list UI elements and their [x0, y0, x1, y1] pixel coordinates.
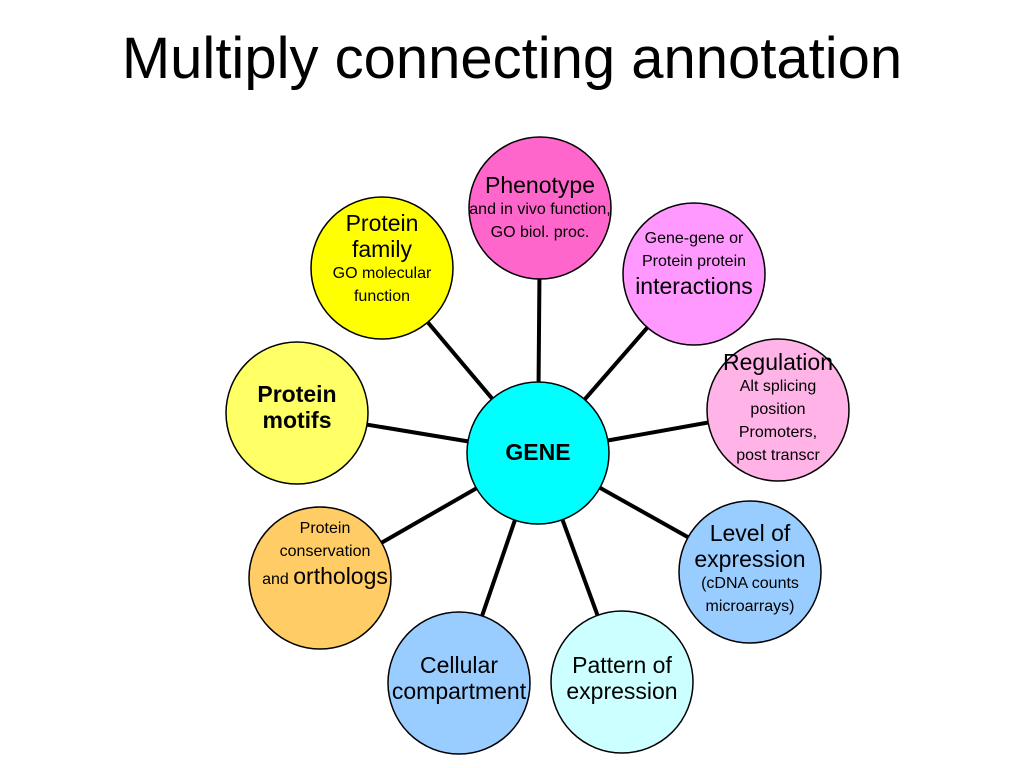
phenotype-label: Phenotype and in vivo function, GO biol.… — [440, 172, 640, 244]
motifs-line1: Protein — [257, 381, 337, 407]
expression-pattern-line2: expression — [566, 678, 678, 704]
node-motifs — [225, 341, 369, 485]
regulation-line5: post transcr — [736, 447, 820, 464]
motifs-line2: motifs — [262, 407, 332, 433]
node-interactions — [622, 202, 766, 346]
conservation-and: and — [262, 571, 289, 588]
interactions-label: Gene-gene or Protein protein interaction… — [604, 227, 784, 299]
node-family — [310, 196, 454, 340]
expression-level-line4: microarrays) — [705, 598, 795, 615]
phenotype-line2: and in vivo function, — [469, 201, 611, 218]
cellular-line2: compartment — [391, 678, 527, 704]
node-cellular — [387, 611, 531, 755]
conservation-label: Protein conservation and orthologs — [230, 517, 420, 591]
expression-pattern-line1: Pattern of — [572, 652, 672, 678]
interactions-line2: Protein protein — [641, 253, 747, 270]
node-phenotype — [468, 136, 612, 280]
regulation-line3: position — [750, 401, 806, 418]
expression-pattern-label: Pattern of expression — [532, 652, 712, 704]
expression-level-label: Level of expression (cDNA counts microar… — [660, 520, 840, 618]
gene-text: GENE — [505, 439, 571, 465]
node-conservation — [248, 506, 392, 650]
family-line3: GO molecular — [332, 265, 432, 282]
conservation-line2: conservation — [279, 543, 371, 560]
regulation-line4: Promoters, — [738, 424, 818, 441]
phenotype-title: Phenotype — [485, 172, 595, 198]
interactions-line1: Gene-gene or — [644, 230, 744, 247]
expression-level-line3: (cDNA counts — [701, 575, 799, 592]
family-line1: Protein — [345, 210, 419, 236]
interactions-title: interactions — [635, 273, 753, 299]
cellular-label: Cellular compartment — [359, 652, 559, 704]
phenotype-line3: GO biol. proc. — [490, 224, 590, 241]
cellular-line1: Cellular — [420, 652, 498, 678]
node-expression-pattern — [550, 610, 694, 754]
node-expression-level — [678, 500, 822, 644]
expression-level-line1: Level of — [709, 520, 791, 546]
motifs-label: Protein motifs — [207, 381, 387, 433]
family-line2: family — [351, 236, 413, 262]
gene-label: GENE — [468, 439, 608, 465]
slide-title: Multiply connecting annotation — [121, 26, 903, 91]
conservation-orthologs: orthologs — [293, 563, 388, 589]
regulation-title: Regulation — [723, 349, 833, 375]
node-regulation — [706, 338, 850, 482]
regulation-label: Regulation Alt splicing position Promote… — [688, 349, 868, 467]
expression-level-line2: expression — [694, 546, 806, 572]
family-label: Protein family GO molecular function — [292, 210, 472, 308]
family-line4: function — [353, 288, 411, 305]
regulation-line2: Alt splicing — [739, 378, 817, 395]
conservation-line1: Protein — [299, 520, 351, 537]
node-gene — [466, 381, 610, 525]
